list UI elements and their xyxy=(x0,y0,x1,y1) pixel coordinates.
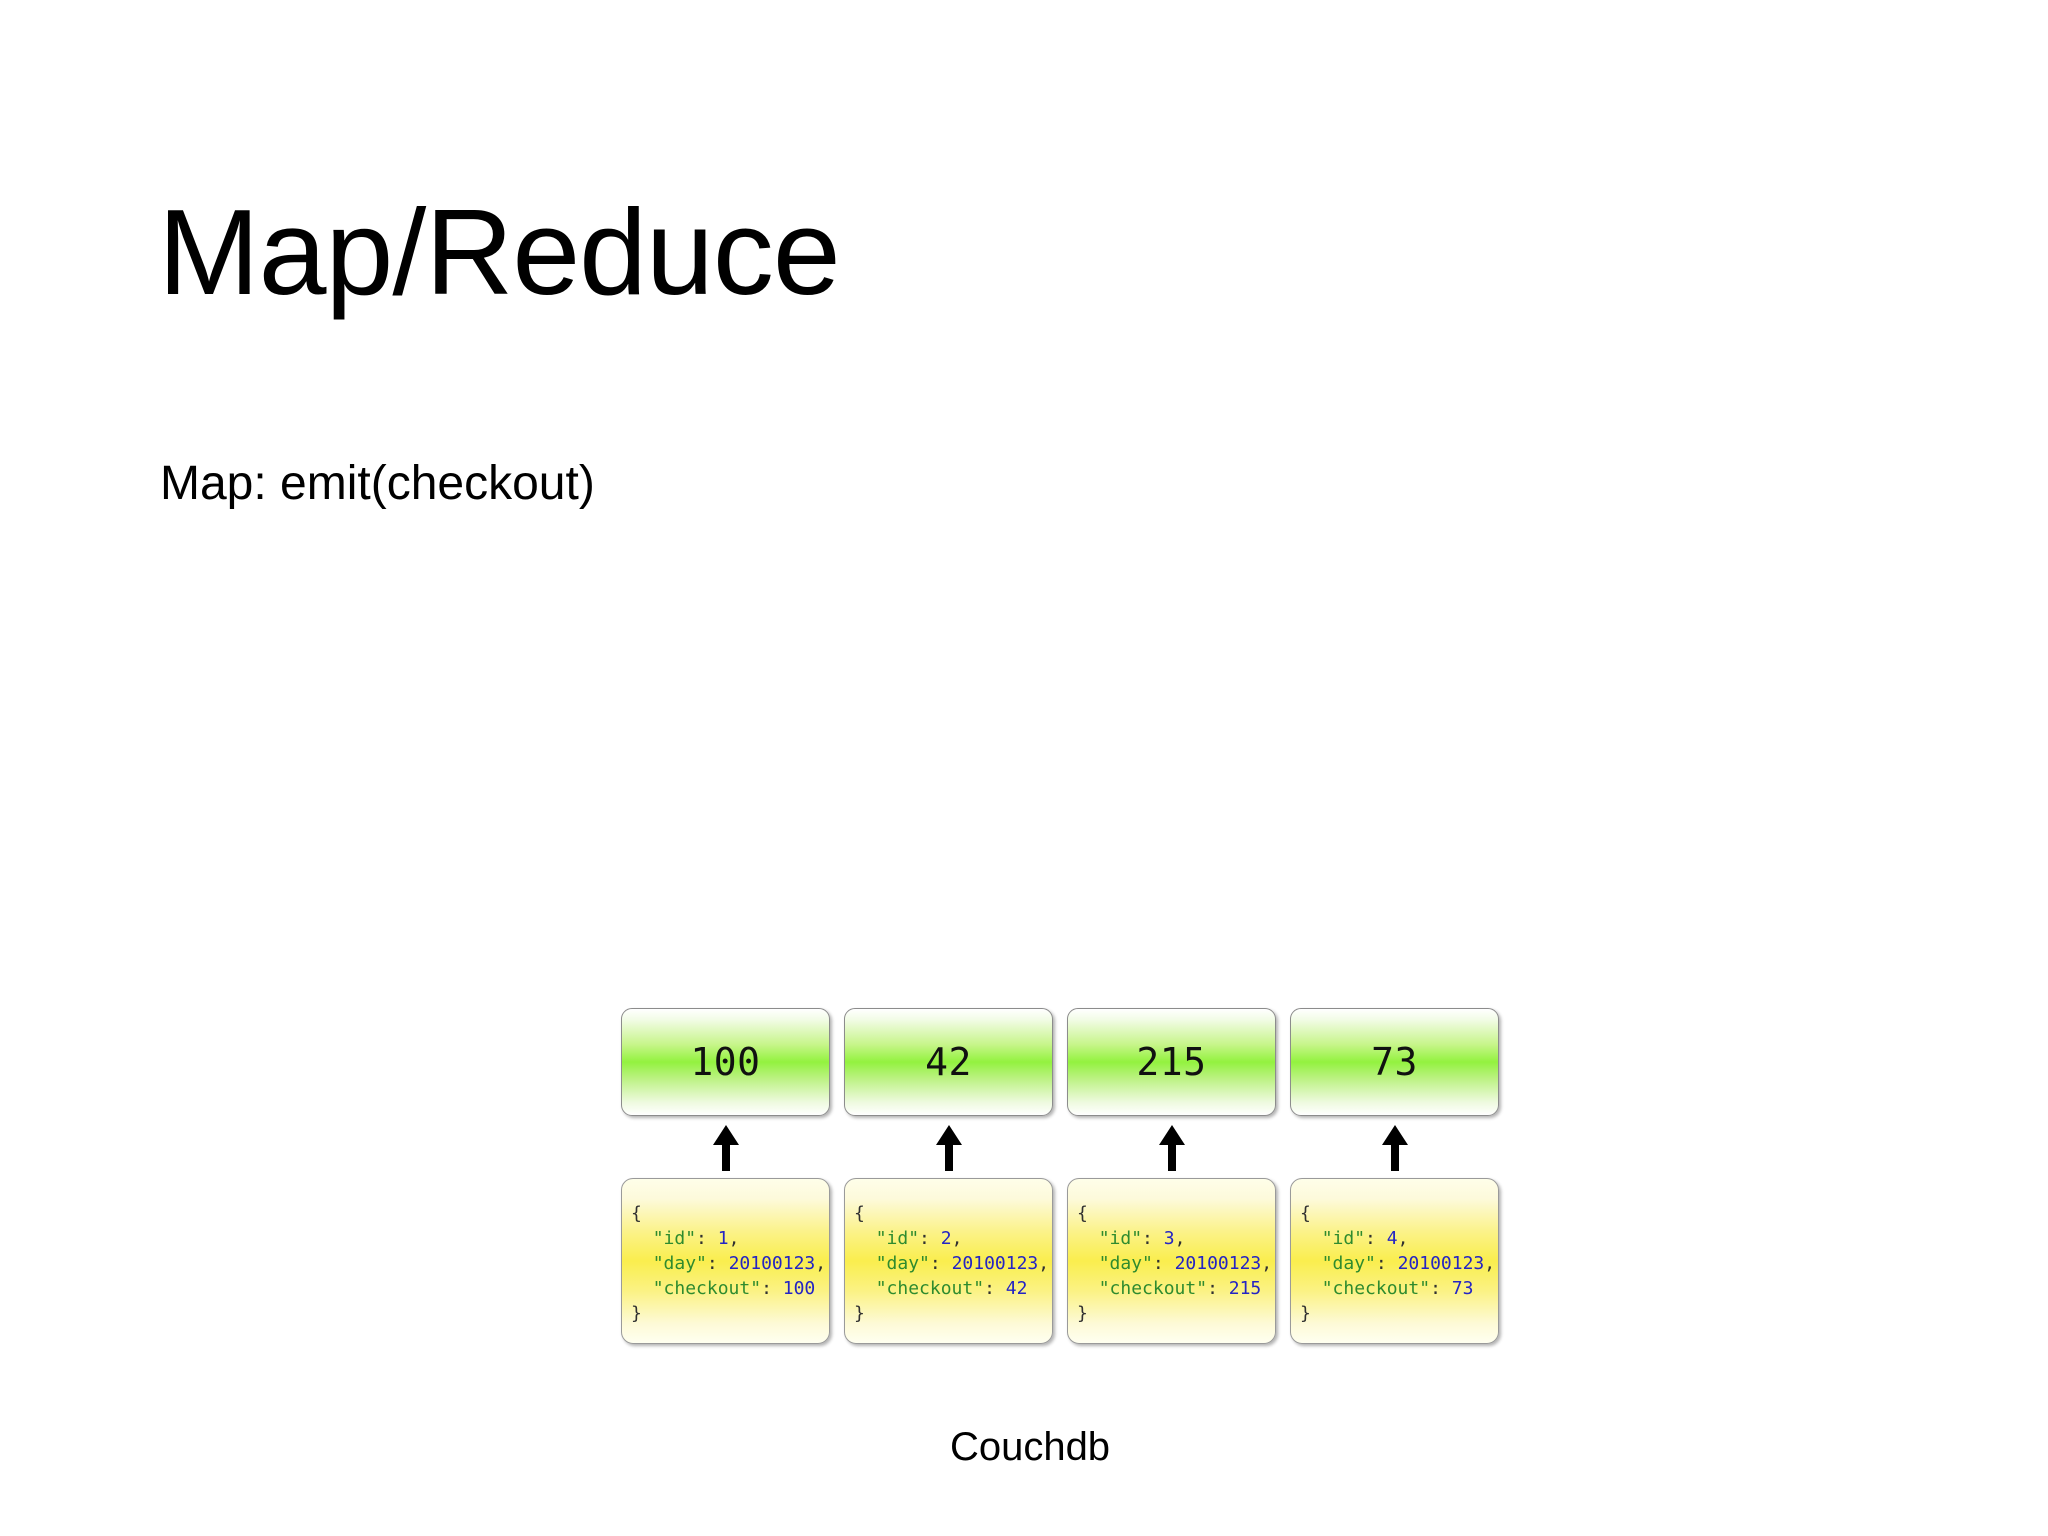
arrow-row xyxy=(621,1120,1499,1176)
arrow-cell xyxy=(1290,1120,1499,1176)
document-row: { "id": 1, "day": 20100123, "checkout": … xyxy=(621,1178,1499,1344)
document-json: { "id": 1, "day": 20100123, "checkout": … xyxy=(631,1203,827,1324)
result-value: 215 xyxy=(1136,1040,1207,1084)
document-box: { "id": 4, "day": 20100123, "checkout": … xyxy=(1290,1178,1499,1344)
map-reduce-diagram: 100 42 215 73 { "id": 1, "day": 20100123, "… xyxy=(621,1008,1521,1488)
result-box: 73 xyxy=(1290,1008,1499,1116)
caption-label: Couchdb xyxy=(949,1425,1111,1469)
document-json: { "id": 4, "day": 20100123, "checkout": … xyxy=(1300,1203,1496,1324)
result-value: 100 xyxy=(690,1040,761,1084)
document-box: { "id": 1, "day": 20100123, "checkout": … xyxy=(621,1178,830,1344)
page-title: Map/Reduce xyxy=(158,184,841,320)
document-json: { "id": 3, "day": 20100123, "checkout": … xyxy=(1077,1203,1273,1324)
arrow-up-icon xyxy=(935,1125,962,1171)
document-json: { "id": 2, "day": 20100123, "checkout": … xyxy=(854,1203,1050,1324)
result-box: 100 xyxy=(621,1008,830,1116)
result-value: 42 xyxy=(925,1040,972,1084)
document-box: { "id": 3, "day": 20100123, "checkout": … xyxy=(1067,1178,1276,1344)
result-value: 73 xyxy=(1371,1040,1418,1084)
arrow-cell xyxy=(621,1120,830,1176)
result-box: 215 xyxy=(1067,1008,1276,1116)
arrow-up-icon xyxy=(1158,1125,1185,1171)
arrow-cell xyxy=(844,1120,1053,1176)
arrow-up-icon xyxy=(712,1125,739,1171)
arrow-cell xyxy=(1067,1120,1276,1176)
result-box: 42 xyxy=(844,1008,1053,1116)
diagram-caption: Couchdb xyxy=(0,1425,2048,1470)
slide-subtitle: Map: emit(checkout) xyxy=(160,457,595,510)
document-box: { "id": 2, "day": 20100123, "checkout": … xyxy=(844,1178,1053,1344)
result-row: 100 42 215 73 xyxy=(621,1008,1499,1116)
arrow-up-icon xyxy=(1381,1125,1408,1171)
